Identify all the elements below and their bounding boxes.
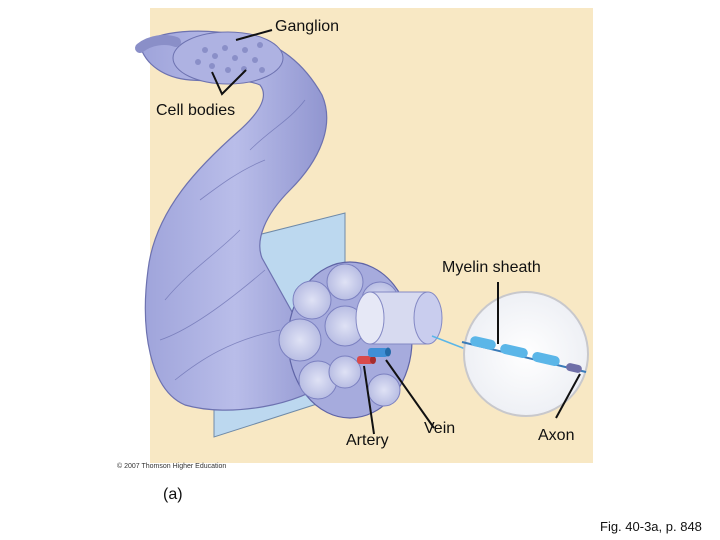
panel-letter: (a) — [163, 486, 183, 503]
cell-bodies-leader — [211, 69, 247, 96]
ganglion-swelling — [172, 31, 284, 85]
vein-leader — [385, 359, 435, 429]
cell-bodies-label: Cell bodies — [156, 102, 236, 119]
myelin-sheath-label: Myelin sheath — [442, 259, 541, 276]
leader-lines — [211, 29, 581, 435]
axon-connector-line — [431, 335, 469, 351]
fascicle-cylinder — [355, 291, 443, 345]
vein-vessel — [368, 347, 391, 357]
artery-vessel — [357, 356, 376, 364]
ganglion-label: Ganglion — [275, 18, 340, 35]
ganglion-leader — [235, 29, 273, 41]
figure-reference: Fig. 40-3a, p. 848 — [600, 519, 702, 534]
surface-vessels — [159, 99, 306, 381]
axon-label: Axon — [538, 427, 575, 444]
artery-leader — [363, 365, 375, 435]
nerve-root — [135, 35, 181, 53]
myelinated-axon — [461, 336, 587, 373]
nerve-trunk — [139, 30, 331, 411]
artery-label: Artery — [346, 432, 389, 449]
axon-leader — [555, 373, 581, 419]
copyright-notice: © 2007 Thomson Higher Education — [117, 463, 227, 470]
vein-label: Vein — [424, 420, 456, 437]
